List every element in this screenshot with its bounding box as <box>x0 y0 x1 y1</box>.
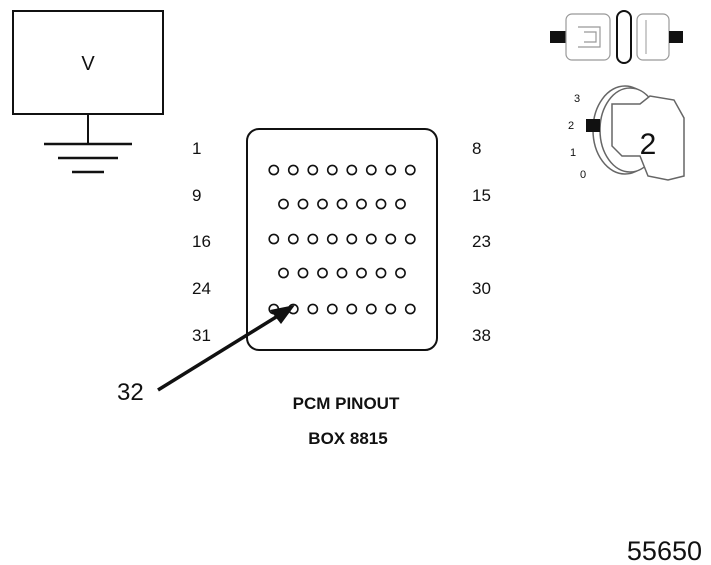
ignition-switch-icon: 3 2 1 0 2 <box>568 85 685 181</box>
pin-label-right: 15 <box>472 186 491 205</box>
switch-selected-position: 2 <box>640 128 657 161</box>
caption-subtitle: BOX 8815 <box>308 429 387 448</box>
pin-hole-8 <box>404 164 416 176</box>
pin-hole-27 <box>336 267 348 279</box>
pin-hole-12 <box>336 198 348 210</box>
pin-hole-25 <box>297 267 309 279</box>
connector-plug-icon <box>550 10 683 64</box>
figure-number: 55650 <box>627 536 702 565</box>
pin-hole-30 <box>395 267 406 279</box>
pin-hole-7 <box>385 164 397 176</box>
pin-hole-14 <box>375 198 387 210</box>
callout-arrow-line <box>157 312 282 392</box>
pin-label-right: 8 <box>472 139 481 158</box>
pin-hole-3 <box>307 164 319 176</box>
pin-label-left: 1 <box>192 139 201 158</box>
pin-hole-36 <box>365 303 377 315</box>
pin-hole-21 <box>365 233 377 245</box>
pin-hole-2 <box>287 164 299 176</box>
pin-hole-13 <box>356 198 367 210</box>
voltmeter: V <box>12 10 164 174</box>
pin-label-left: 31 <box>192 326 211 345</box>
pin-hole-26 <box>317 267 328 279</box>
pin-hole-29 <box>375 267 387 279</box>
right-pin-labels: 8 15 23 30 38 <box>472 139 491 345</box>
pin-hole-9 <box>278 198 289 210</box>
pin-hole-15 <box>395 198 406 210</box>
switch-position-label: 1 <box>570 147 576 159</box>
pin-label-left: 24 <box>192 279 211 298</box>
pin-label-left: 9 <box>192 186 201 205</box>
pin-label-left: 16 <box>192 232 211 251</box>
switch-position-label: 3 <box>574 93 580 105</box>
pin-hole-35 <box>346 303 358 315</box>
switch-position-marker <box>586 119 600 132</box>
pin-hole-6 <box>365 164 377 176</box>
pin-hole-18 <box>307 233 319 245</box>
pin-hole-37 <box>385 303 397 315</box>
pin-hole-5 <box>346 164 358 176</box>
pin-hole-4 <box>326 164 338 176</box>
pin-hole-10 <box>297 198 309 210</box>
pin-hole-38 <box>404 303 416 315</box>
pin-hole-28 <box>356 267 367 279</box>
pin-hole-24 <box>278 267 289 279</box>
pin-hole-20 <box>346 233 358 245</box>
pcm-connector-pins <box>268 164 416 315</box>
pin-hole-22 <box>385 233 397 245</box>
pin-32-callout: 32 <box>117 305 295 406</box>
pin-hole-1 <box>268 164 280 176</box>
switch-position-label: 0 <box>580 169 586 181</box>
pin-hole-19 <box>326 233 338 245</box>
pin-hole-16 <box>268 233 280 245</box>
callout-pin-number: 32 <box>117 379 144 406</box>
pin-hole-17 <box>287 233 299 245</box>
callout-arrowhead <box>270 305 295 324</box>
pin-label-right: 23 <box>472 232 491 251</box>
pcm-connector-outline <box>246 128 438 351</box>
pin-label-right: 38 <box>472 326 491 345</box>
voltmeter-label: V <box>81 53 95 75</box>
switch-position-label: 2 <box>568 120 574 132</box>
left-pin-labels: 1 9 16 24 31 <box>192 139 211 345</box>
pin-hole-11 <box>317 198 328 210</box>
caption-title: PCM PINOUT <box>293 394 400 413</box>
pin-hole-23 <box>404 233 416 245</box>
pin-hole-33 <box>307 303 319 315</box>
pin-label-right: 30 <box>472 279 491 298</box>
pin-hole-34 <box>326 303 338 315</box>
